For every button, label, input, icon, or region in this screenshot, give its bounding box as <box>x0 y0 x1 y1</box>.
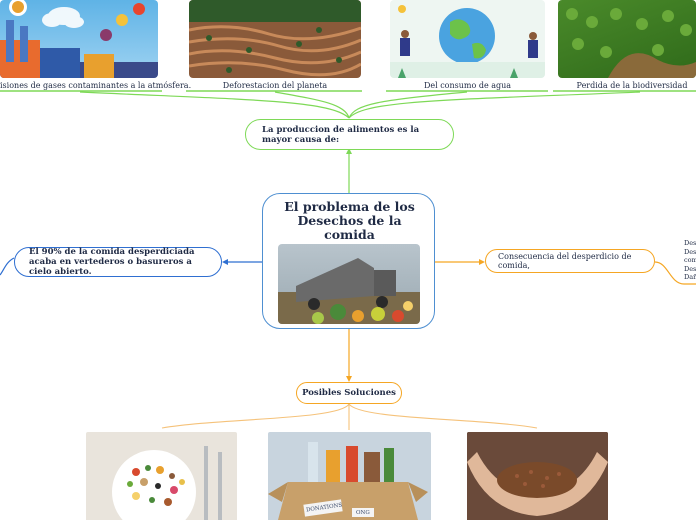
right-subitem: Dañ <box>684 273 696 281</box>
left-node-label: El 90% de la comida desperdiciada acaba … <box>29 247 195 277</box>
emissions-image <box>0 0 158 78</box>
water-consumption-image <box>390 0 545 78</box>
bottom-node[interactable]: Posibles Soluciones <box>296 382 402 404</box>
bottom-node-label: Posibles Soluciones <box>302 388 396 398</box>
central-topic[interactable]: El problema de los Desechos de la comida <box>262 193 435 329</box>
left-node[interactable]: El 90% de la comida desperdiciada acaba … <box>14 247 222 277</box>
badge-co2-icon <box>133 3 145 15</box>
deforestation-image <box>189 0 361 78</box>
right-subitems: Des Des com Des Dañ <box>684 239 696 282</box>
cause-caption-emissions: isiones de gases contaminantes a la atmó… <box>0 81 192 90</box>
donations-box-image: DONATIONS ONG <box>268 432 431 520</box>
cause-caption-deforestation: Deforestacion del planeta <box>222 81 328 90</box>
badge-nox-icon <box>100 29 112 41</box>
right-subitem: com <box>684 256 696 264</box>
badge-ch4-icon <box>116 14 128 26</box>
ong-label: ONG <box>356 510 370 516</box>
right-subitem: Des <box>684 239 696 247</box>
right-node-label: Consecuencia del desperdicio de comida, <box>498 252 632 270</box>
biodiversity-image <box>558 0 696 78</box>
garbage-truck-image <box>278 244 420 324</box>
right-subitem: Des <box>684 247 696 256</box>
top-node[interactable]: La produccion de alimentos es la mayor c… <box>245 119 454 150</box>
right-subitem: Des <box>684 264 696 273</box>
cause-caption-biodiversity: Perdida de la biodiversidad <box>576 81 688 90</box>
healthy-plate-image <box>86 432 237 520</box>
right-node[interactable]: Consecuencia del desperdicio de comida, <box>485 249 655 273</box>
compost-hands-image <box>467 432 608 520</box>
cause-caption-water: Del consumo de agua <box>423 81 512 90</box>
central-topic-title: El problema de los Desechos de la comida <box>284 199 415 242</box>
top-node-label: La produccion de alimentos es la mayor c… <box>262 124 420 145</box>
